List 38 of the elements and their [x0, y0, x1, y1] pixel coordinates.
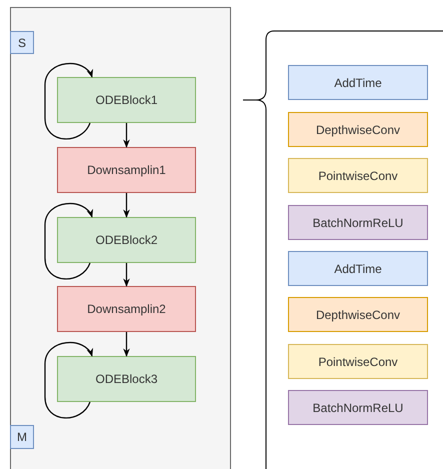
process-box — [57, 147, 196, 193]
box-label: DepthwiseConv — [316, 306, 400, 324]
layer-box — [288, 390, 428, 425]
box-label: BatchNormReLU — [312, 400, 404, 416]
box-label: M — [17, 429, 27, 446]
box-label: S — [18, 34, 26, 52]
layer-box — [288, 112, 428, 147]
layer-box — [288, 297, 428, 332]
box-label: ODEBlock1 — [95, 92, 158, 109]
box-label: Downsamplin1 — [87, 162, 166, 179]
box-label: BatchNormReLU — [312, 214, 404, 232]
process-box — [57, 217, 196, 263]
arrow — [123, 332, 130, 357]
arrow — [123, 193, 130, 218]
process-box — [57, 77, 196, 123]
arrow — [44, 342, 93, 418]
layer-box — [288, 205, 428, 240]
box-label: PointwiseConv — [318, 354, 398, 370]
box-label: ODEBlock2 — [95, 232, 158, 249]
layer-box — [288, 251, 428, 286]
box-label: ODEBlock3 — [95, 371, 158, 388]
layer-box — [288, 344, 428, 379]
process-box — [57, 286, 196, 332]
box-label: PointwiseConv — [318, 168, 398, 184]
arrow — [123, 263, 130, 287]
box-label: AddTime — [334, 260, 382, 278]
layer-box — [288, 158, 428, 193]
process-box — [57, 356, 196, 402]
arrow — [123, 123, 130, 148]
tag-box — [10, 425, 34, 449]
arrow — [44, 203, 93, 280]
arrow — [44, 63, 93, 140]
container-panel — [10, 7, 231, 469]
tag-box — [10, 31, 34, 54]
box-label: DepthwiseConv — [316, 122, 400, 138]
layer-box — [288, 65, 428, 100]
box-label: AddTime — [334, 74, 382, 92]
box-label: Downsamplin2 — [87, 301, 166, 318]
